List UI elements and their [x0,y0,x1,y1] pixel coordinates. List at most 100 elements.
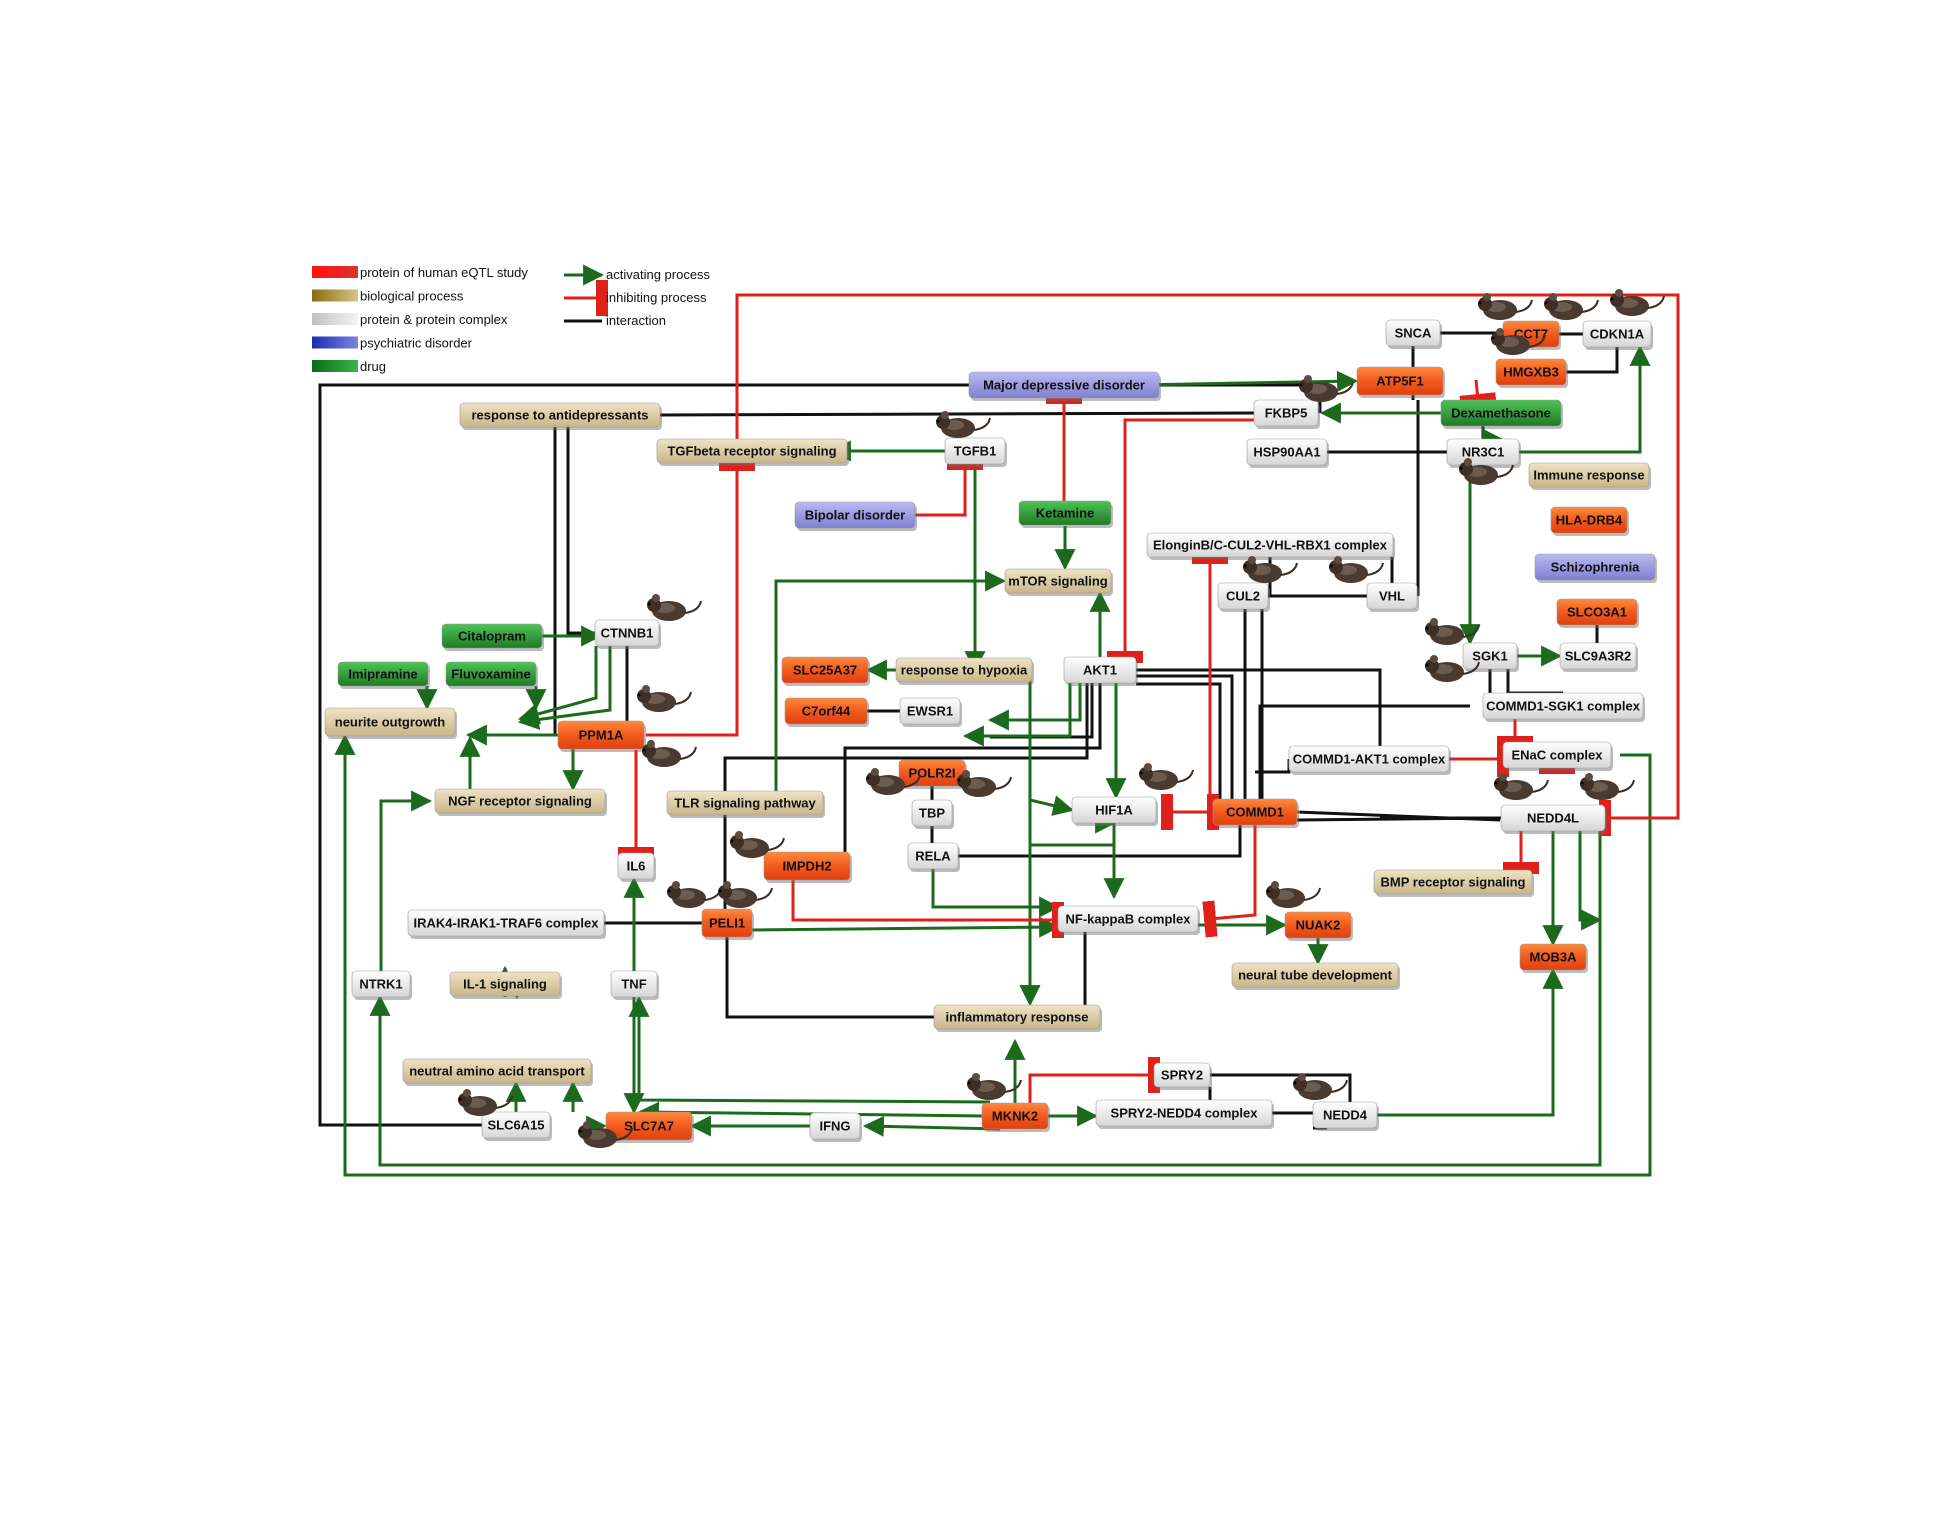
node-citalopram[interactable]: Citalopram [441,623,544,651]
node-box [933,1004,1101,1030]
mouse-icon [1491,328,1546,355]
node-elongin[interactable]: ElonginB/C-CUL2-VHL-RBX1 complex [1146,532,1395,560]
node-sgk1[interactable]: SGK1 [1462,642,1519,672]
node-il6[interactable]: IL6 [617,852,656,882]
activating-edge [1377,967,1564,1117]
node-label: SPRY2 [1161,1068,1203,1083]
node-label: response to antidepressants [472,408,649,423]
node-label: C7orf44 [802,704,851,719]
node-cdkn1a[interactable]: CDKN1A [1582,320,1653,350]
node-ewsr1[interactable]: EWSR1 [899,697,962,727]
node-label: PPM1A [579,728,624,743]
node-label: ElonginB/C-CUL2-VHL-RBX1 complex [1153,538,1388,553]
legend-label: interaction [606,313,666,328]
node-imipramine[interactable]: Imipramine [337,661,430,689]
node-hsp90aa1[interactable]: HSP90AA1 [1246,438,1329,468]
node-cul2[interactable]: CUL2 [1217,582,1270,612]
node-ppm1a[interactable]: PPM1A [557,720,646,752]
node-box [794,501,916,529]
node-akt1[interactable]: AKT1 [1063,656,1138,686]
node-box [324,707,456,737]
node-commd1sgk1[interactable]: COMMD1-SGK1 complex [1482,692,1645,722]
node-dex[interactable]: Dexamethasone [1440,399,1563,429]
mouse-icon [936,411,991,438]
node-nfkb[interactable]: NF-kappaB complex [1057,905,1200,935]
node-vhl[interactable]: VHL [1366,582,1419,612]
node-ntrk1[interactable]: NTRK1 [351,970,412,1000]
node-ctnnb1[interactable]: CTNNB1 [594,619,661,649]
node-peli1[interactable]: PELI1 [701,908,754,940]
mouse-icon [1544,293,1599,320]
node-nedd4l[interactable]: NEDD4L [1500,804,1607,834]
interaction-edge [723,683,1089,923]
node-rta[interactable]: response to antidepressants [459,402,662,430]
mouse-icon [1580,773,1635,800]
mouse-icon [1459,458,1514,485]
node-snca[interactable]: SNCA [1385,319,1442,349]
node-slc7a7[interactable]: SLC7A7 [605,1111,694,1143]
node-commd1akt1[interactable]: COMMD1-AKT1 complex [1288,745,1451,775]
node-neurite[interactable]: neurite outgrowth [324,707,457,739]
node-schizo[interactable]: Schizophrenia [1534,553,1657,583]
legend-swatch-disorder [312,336,358,349]
node-ketamine[interactable]: Ketamine [1018,500,1113,528]
node-box [605,1111,693,1141]
node-bmp[interactable]: BMP receptor signaling [1373,869,1534,897]
node-label: Immune response [1533,468,1644,483]
node-box [907,842,959,870]
node-box [1550,506,1628,534]
node-slc25a37[interactable]: SLC25A37 [781,656,870,686]
node-label: COMMD1-AKT1 complex [1293,752,1446,767]
node-hmgxb3[interactable]: HMGXB3 [1495,358,1568,388]
node-ngfrs[interactable]: NGF receptor signaling [434,788,607,816]
node-mdd[interactable]: Major depressive disorder [968,371,1161,401]
node-rela[interactable]: RELA [907,842,960,872]
node-hif1a[interactable]: HIF1A [1071,796,1158,826]
node-bipolar[interactable]: Bipolar disorder [794,501,917,531]
inhibiting-edge [646,459,755,737]
node-ntd[interactable]: neural tube development [1231,962,1400,990]
node-irak[interactable]: IRAK4-IRAK1-TRAF6 complex [407,909,606,939]
node-box [445,661,537,687]
interaction-edge [659,411,1255,417]
node-spry2[interactable]: SPRY2 [1153,1062,1212,1090]
activating-edge [1019,843,1114,1007]
node-tbp[interactable]: TBP [911,799,954,829]
node-immune[interactable]: Immune response [1528,462,1651,490]
node-label: NTRK1 [359,977,402,992]
node-ifng[interactable]: IFNG [809,1112,862,1142]
node-nuak2[interactable]: NUAK2 [1284,911,1353,941]
node-tgfb1[interactable]: TGFB1 [944,437,1007,467]
node-nr3c1[interactable]: NR3C1 [1446,438,1521,468]
node-sprynedd[interactable]: SPRY2-NEDD4 complex [1095,1099,1274,1129]
node-mtor[interactable]: mTOR signaling [1004,568,1113,596]
mouse-icons-layer [458,289,1665,1148]
node-il1[interactable]: IL-1 signaling [449,971,562,999]
node-tgfbrs[interactable]: TGFbeta receptor signaling [656,438,849,466]
node-inflam[interactable]: inflammatory response [933,1004,1102,1032]
inhibiting-edge [1028,1057,1160,1103]
node-slc9a3r2[interactable]: SLC9A3R2 [1559,642,1638,672]
node-naat[interactable]: neutral amino acid transport [402,1058,593,1086]
node-tnf[interactable]: TNF [610,970,659,1000]
node-atp5f1[interactable]: ATP5F1 [1356,366,1445,398]
node-rth[interactable]: response to hypoxia [895,657,1034,685]
node-mknk2[interactable]: MKNK2 [981,1102,1050,1132]
node-c7orf44[interactable]: C7orf44 [784,697,869,727]
node-label: IL6 [627,859,646,874]
node-commd1[interactable]: COMMD1 [1212,798,1299,828]
node-impdh2[interactable]: IMPDH2 [763,851,852,883]
node-slc6a15[interactable]: SLC6A15 [481,1111,552,1141]
node-fkbp5[interactable]: FKBP5 [1253,399,1320,429]
node-mob3a[interactable]: MOB3A [1519,943,1588,973]
node-fluvoxamine[interactable]: Fluvoxamine [445,661,538,689]
node-enac[interactable]: ENaC complex [1502,741,1613,771]
node-tlr[interactable]: TLR signaling pathway [666,790,825,818]
node-polr2i[interactable]: POLR2I [898,759,967,789]
node-nedd4[interactable]: NEDD4 [1312,1101,1379,1131]
node-hladrb4[interactable]: HLA-DRB4 [1550,506,1629,536]
node-slco3a1[interactable]: SLCO3A1 [1556,598,1639,628]
mouse-icon [1610,289,1665,316]
node-label: Major depressive disorder [983,378,1145,393]
mouse-icon [1299,375,1354,402]
